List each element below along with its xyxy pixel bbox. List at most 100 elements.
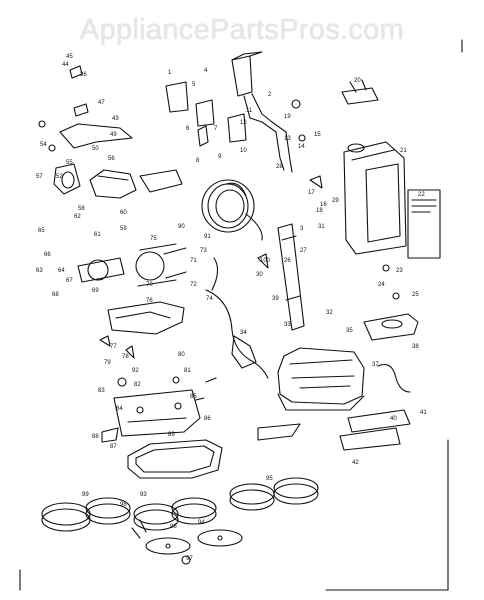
callout-number: 52	[56, 174, 63, 180]
callout-number: 93	[140, 492, 147, 498]
callout-number: 11	[246, 108, 253, 114]
callout-number: 54	[40, 142, 47, 148]
callout-number: 36	[80, 72, 87, 78]
brush-right-part	[229, 477, 319, 511]
callout-number: 20	[354, 78, 361, 84]
callout-number: 79	[104, 360, 111, 366]
callout-number: 73	[200, 248, 207, 254]
callout-number: 50	[92, 146, 99, 152]
callout-number: 32	[326, 310, 333, 316]
brush-middle-part	[133, 497, 217, 531]
callout-number: 88	[92, 434, 99, 440]
callout-number: 28	[276, 164, 283, 170]
callout-number: 26	[284, 258, 291, 264]
callout-number: 72	[190, 282, 197, 288]
callout-number: 60	[120, 210, 127, 216]
callout-number: 89	[168, 432, 175, 438]
callout-number: 82	[134, 382, 141, 388]
callout-number: 70	[146, 282, 153, 288]
instruction-card-part	[407, 189, 441, 259]
callout-number: 66	[44, 252, 51, 258]
callout-number: 25	[412, 292, 419, 298]
callout-number: 49	[110, 132, 117, 138]
callout-number: 68	[52, 292, 59, 298]
callout-number: 33	[284, 322, 291, 328]
callout-number: 38	[412, 344, 419, 350]
callout-number: 97	[186, 556, 193, 562]
callout-number: 22	[418, 192, 425, 198]
callout-number: 35	[346, 328, 353, 334]
callout-number: 75	[150, 236, 157, 242]
callout-number: 67	[66, 278, 73, 284]
handle-tube-part	[277, 223, 305, 331]
switch-cord-part	[205, 257, 269, 379]
callout-number: 83	[98, 388, 105, 394]
lower-nozzle-part	[257, 409, 411, 451]
callout-number: 74	[206, 296, 213, 302]
callout-number: 59	[120, 226, 127, 232]
callout-number: 39	[272, 296, 279, 302]
callout-number: 81	[184, 368, 191, 374]
callout-number: 90	[178, 224, 185, 230]
callout-number: 12	[240, 120, 247, 126]
callout-number: 47	[98, 100, 105, 106]
callout-number: 17	[308, 190, 315, 196]
callout-number: 57	[36, 174, 43, 180]
callout-number: 86	[204, 416, 211, 422]
callout-number: 76	[146, 298, 153, 304]
callout-number: 84	[116, 406, 123, 412]
callout-number: 2	[268, 92, 272, 98]
callout-number: 100	[260, 258, 271, 264]
callout-number: 62	[74, 214, 81, 220]
callout-number: 40	[390, 416, 397, 422]
callout-number: 78	[122, 354, 129, 360]
callout-number: 10	[240, 148, 247, 154]
callout-number: 63	[36, 268, 43, 274]
callout-number: 99	[82, 492, 89, 498]
callout-number: 7	[214, 126, 218, 132]
callout-number: 56	[108, 156, 115, 162]
small-hardware-parts	[38, 65, 411, 565]
callout-number: 55	[66, 160, 73, 166]
callout-number: 41	[420, 410, 427, 416]
callout-number: 29	[332, 198, 339, 204]
callout-number: 95	[266, 476, 273, 482]
callout-number: 8	[196, 158, 200, 164]
callout-number: 31	[318, 224, 325, 230]
motor-hood-part	[277, 347, 365, 411]
dust-bag-part	[343, 141, 407, 255]
callout-number: 19	[284, 114, 291, 120]
callout-number: 61	[94, 232, 101, 238]
power-cord-coil	[201, 179, 263, 241]
motor-armature-part	[77, 243, 187, 287]
callout-number: 18	[316, 208, 323, 214]
callout-number: 77	[110, 344, 117, 350]
bag-base-part	[363, 313, 419, 341]
callout-number: 85	[190, 394, 197, 400]
callout-number: 9	[218, 154, 222, 160]
callout-number: 42	[352, 460, 359, 466]
callout-number: 65	[38, 228, 45, 234]
callout-number: 80	[178, 352, 185, 358]
callout-number: 64	[58, 268, 65, 274]
handle-upper-part	[231, 51, 293, 173]
callout-number: 94	[198, 520, 205, 526]
bracket-part	[59, 123, 183, 193]
callout-number: 45	[66, 54, 73, 60]
callout-number: 3	[300, 226, 304, 232]
callout-number: 15	[314, 132, 321, 138]
callout-number: 24	[378, 282, 385, 288]
bumper-ring-part	[127, 439, 223, 479]
callout-number: 43	[112, 116, 119, 122]
callout-number: 69	[92, 288, 99, 294]
fan-cover-part	[53, 163, 137, 199]
callout-number: 44	[62, 62, 69, 68]
callout-number: 58	[78, 206, 85, 212]
callout-number: 37	[372, 362, 379, 368]
brush-left-part	[41, 497, 131, 532]
callout-number: 30	[256, 272, 263, 278]
callout-number: 14	[298, 144, 305, 150]
callout-number: 4	[204, 68, 208, 74]
callout-number: 5	[192, 82, 196, 88]
